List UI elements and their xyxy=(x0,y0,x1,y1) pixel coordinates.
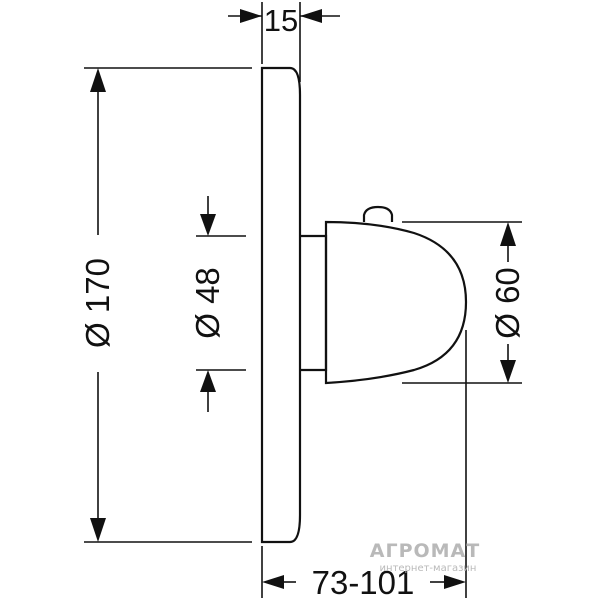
dim-plate-diameter-label: Ø 170 xyxy=(79,258,116,348)
dim-top-width: 15 xyxy=(228,2,340,82)
dim-inner-diameter-label: Ø 48 xyxy=(189,267,226,339)
wall-plate-outline xyxy=(260,66,302,544)
dim-knob-diameter-label: Ø 60 xyxy=(489,267,526,339)
watermark-tagline: интернет-магазин xyxy=(380,563,477,574)
thermostat-knob-outline xyxy=(324,220,468,385)
dim-depth-range: 73-101 xyxy=(261,330,467,600)
dim-inner-diameter: Ø 48 xyxy=(189,196,246,412)
dim-knob-diameter: Ø 60 xyxy=(402,221,526,384)
dim-depth-range-label: 73-101 xyxy=(312,564,415,600)
dim-top-width-label: 15 xyxy=(264,3,298,38)
knob-button-outline xyxy=(362,205,394,222)
dim-plate-diameter: Ø 170 xyxy=(79,67,252,543)
watermark-brand: АГРОМАТ xyxy=(370,540,480,562)
stem-outline xyxy=(300,234,328,372)
store-watermark: АГРОМАТ интернет-магазин xyxy=(370,540,480,574)
